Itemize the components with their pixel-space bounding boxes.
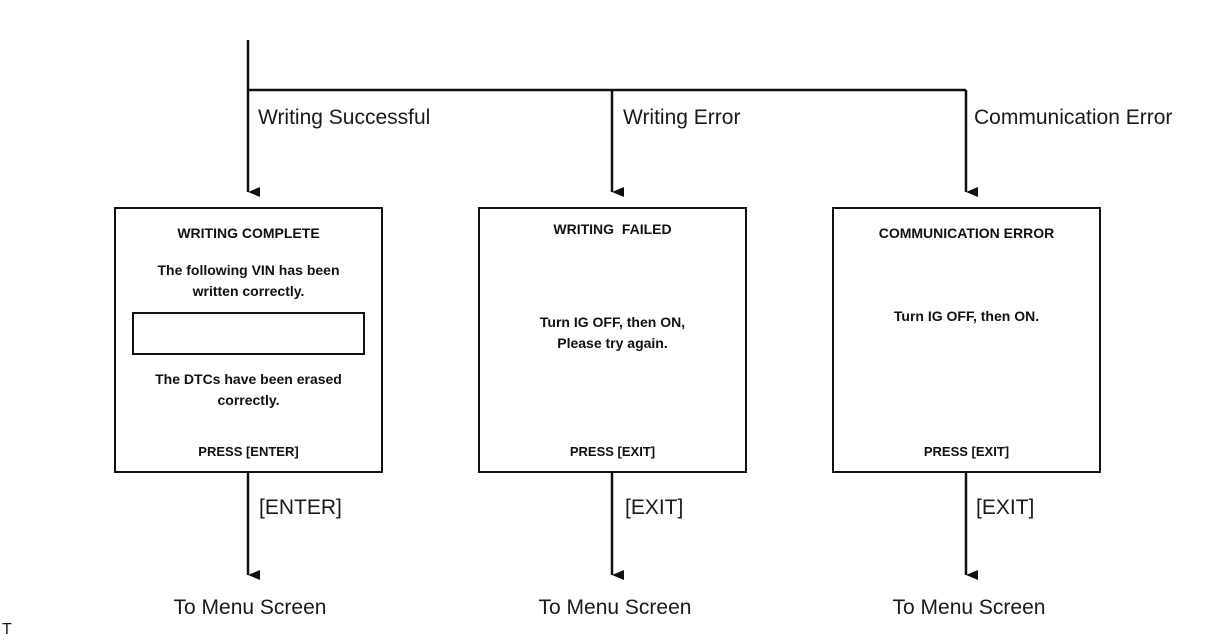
screen-action-prompt: PRESS [ENTER]: [198, 444, 299, 459]
screen-title: WRITING COMPLETE: [177, 225, 320, 241]
screen-communication-error: COMMUNICATION ERROR Turn IG OFF, then ON…: [832, 207, 1101, 473]
branch-label-writing-successful: Writing Successful: [258, 106, 431, 129]
branch-label-writing-error: Writing Error: [623, 106, 741, 129]
screen-message-line: Turn IG OFF, then ON.: [893, 308, 1040, 324]
screen-message-line: Turn IG OFF, then ON,: [539, 314, 686, 330]
key-label-exit: [EXIT]: [976, 496, 1035, 519]
vin-display-box: [132, 312, 365, 355]
screen-title: COMMUNICATION ERROR: [878, 225, 1055, 241]
key-label-exit: [EXIT]: [625, 496, 684, 519]
screen-writing-complete: WRITING COMPLETE The following VIN has b…: [114, 207, 383, 473]
screen-message-line: The following VIN has been: [157, 262, 340, 278]
screen-action-prompt: PRESS [EXIT]: [569, 444, 656, 459]
screen-action-prompt: PRESS [EXIT]: [923, 444, 1010, 459]
branch-label-communication-error: Communication Error: [974, 106, 1173, 129]
destination-label-menu-screen: To Menu Screen: [173, 596, 327, 619]
corner-mark: T: [2, 621, 12, 638]
screen-message-line: correctly.: [217, 392, 280, 408]
screen-message-line: written correctly.: [192, 283, 305, 299]
screen-writing-failed: WRITING FAILED Turn IG OFF, then ON, Ple…: [478, 207, 747, 473]
screen-title: WRITING FAILED: [553, 221, 672, 237]
destination-label-menu-screen: To Menu Screen: [892, 596, 1046, 619]
key-label-enter: [ENTER]: [259, 496, 342, 519]
destination-label-menu-screen: To Menu Screen: [538, 596, 692, 619]
screen-message-line: The DTCs have been erased: [155, 371, 342, 387]
screen-message-line: Please try again.: [557, 335, 668, 351]
